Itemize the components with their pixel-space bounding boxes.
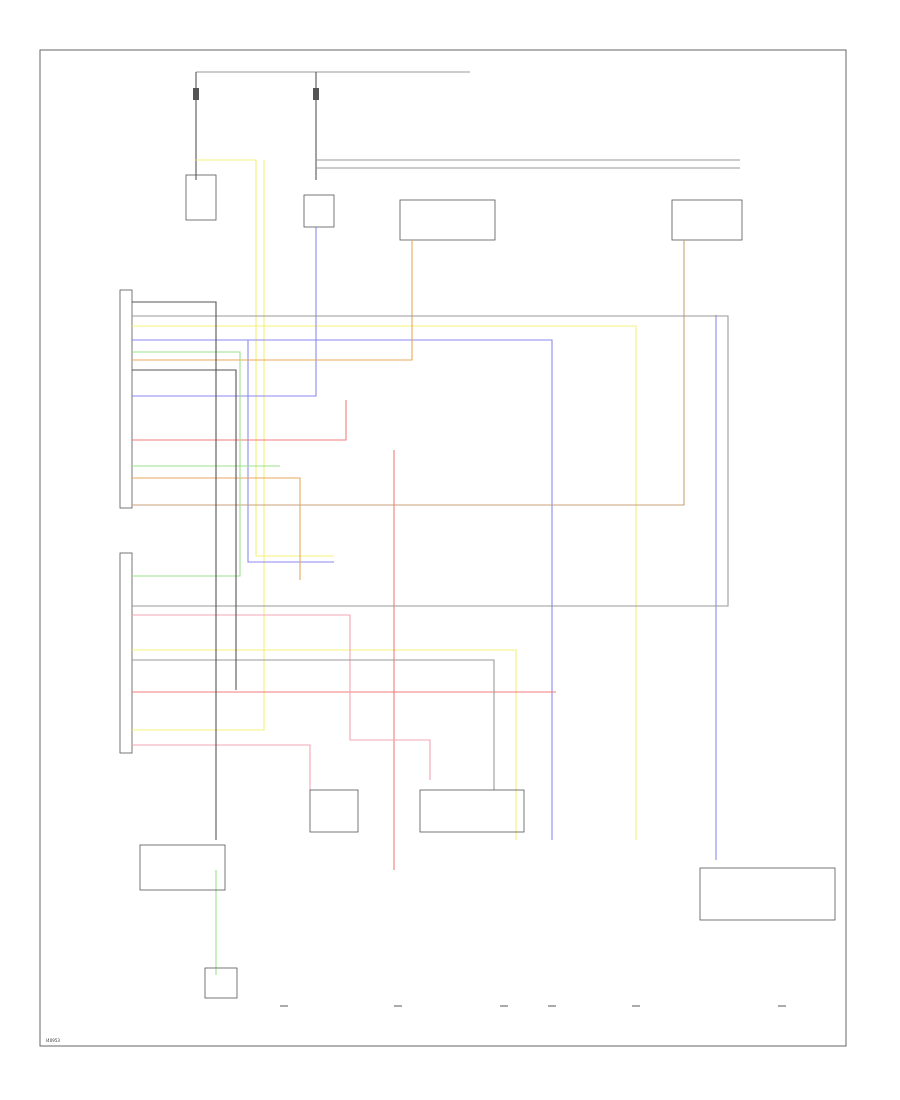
red-wire-1	[132, 400, 347, 441]
yellow-wire-2	[132, 325, 637, 840]
green-wire-1	[132, 351, 241, 577]
blue-wire-2	[132, 227, 317, 397]
relay-1	[185, 174, 217, 221]
tan-wire-1	[132, 240, 685, 506]
fuse-2	[313, 88, 319, 100]
pink-wire-2	[132, 744, 311, 790]
yellow-wire-3	[132, 649, 517, 840]
switch-box-4	[204, 967, 238, 999]
blue-wire-1	[132, 339, 553, 840]
control-module-box	[139, 844, 226, 891]
relay-2	[303, 194, 335, 228]
yellow-wire-4	[132, 160, 265, 731]
blue-wire-3	[247, 340, 334, 563]
diagram-frame	[39, 49, 847, 1047]
switch-box-3	[699, 867, 836, 921]
control-unit-connector-lower	[119, 552, 133, 754]
control-unit-connector-upper	[119, 289, 133, 509]
footer-id: I40953	[46, 1038, 60, 1043]
fuse-1	[193, 88, 199, 100]
gray-wire-2	[132, 659, 495, 790]
pink-wire-1	[132, 614, 431, 780]
orange-wire-1	[132, 240, 413, 361]
switch-box-2	[419, 789, 525, 833]
black-wire-1	[132, 301, 217, 840]
black-wire-2	[132, 369, 237, 690]
gray-wire-1	[132, 315, 729, 607]
yellow-wire-1	[196, 159, 334, 557]
relay-3	[399, 199, 496, 241]
relay-4	[671, 199, 743, 241]
orange-wire-2	[132, 477, 301, 580]
switch-box-1	[309, 789, 359, 833]
